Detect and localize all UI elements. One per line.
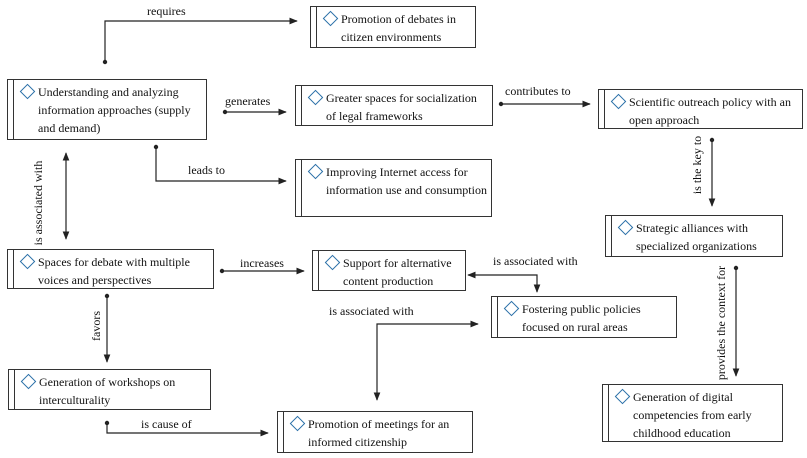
edge-requires	[104, 17, 298, 62]
node-label: Generation of digital competencies from …	[633, 390, 752, 440]
node-label: Support for alternative content producti…	[343, 256, 452, 288]
link-label-is-the-key-to: is the key to	[690, 135, 704, 195]
node-digital-competencies[interactable]: Generation of digital competencies from …	[602, 384, 783, 442]
node-meetings[interactable]: Promotion of meetings for an informed ci…	[277, 411, 473, 453]
node-workshops[interactable]: Generation of workshops on intercultural…	[8, 369, 211, 410]
node-scientific-outreach[interactable]: Scientific outreach policy with an open …	[598, 89, 803, 129]
node-label: Greater spaces for socialization of lega…	[326, 91, 477, 123]
node-fostering-policies[interactable]: Fostering public policies focused on rur…	[491, 296, 677, 338]
concept-icon	[19, 83, 36, 100]
concept-icon	[307, 163, 324, 180]
link-label-increases: increases	[240, 256, 284, 270]
concept-icon	[289, 415, 306, 432]
concept-icon	[324, 254, 341, 271]
node-improving-internet[interactable]: Improving Internet access for informatio…	[295, 159, 492, 217]
link-label-associated-1: is associated with	[493, 254, 578, 268]
link-label-leads-to: leads to	[188, 163, 225, 177]
link-label-favors: favors	[89, 311, 103, 341]
node-promotion-debates[interactable]: Promotion of debates in citizen environm…	[310, 6, 476, 48]
node-label: Fostering public policies focused on rur…	[522, 302, 641, 334]
node-support-alternative[interactable]: Support for alternative content producti…	[312, 250, 466, 291]
link-label-is-cause-of: is cause of	[141, 417, 192, 431]
link-label-generates: generates	[225, 94, 271, 108]
node-understanding[interactable]: Understanding and analyzing information …	[7, 79, 207, 140]
link-label-provides-context: provides the context for	[714, 265, 728, 381]
concept-icon	[617, 219, 634, 236]
node-strategic-alliances[interactable]: Strategic alliances with specialized org…	[605, 215, 783, 257]
link-label-requires: requires	[147, 4, 186, 18]
node-label: Improving Internet access for informatio…	[326, 165, 487, 197]
node-label: Strategic alliances with specialized org…	[636, 221, 757, 253]
edge-associated-1	[467, 271, 541, 293]
concept-icon	[610, 93, 627, 110]
concept-icon	[614, 388, 631, 405]
edge-is-cause-of	[106, 423, 269, 437]
node-label: Spaces for debate with multiple voices a…	[38, 255, 190, 287]
concept-icon	[322, 10, 339, 27]
link-label-contributes-to: contributes to	[505, 84, 571, 98]
node-spaces-debate[interactable]: Spaces for debate with multiple voices a…	[7, 249, 214, 289]
node-label: Generation of workshops on intercultural…	[39, 375, 176, 407]
node-label: Understanding and analyzing information …	[38, 85, 191, 135]
edge-leads-to	[155, 147, 287, 185]
concept-icon	[503, 300, 520, 317]
link-label-associated-2: is associated with	[329, 304, 414, 318]
node-label: Scientific outreach policy with an open …	[629, 95, 791, 127]
concept-icon	[307, 89, 324, 106]
node-label: Promotion of meetings for an informed ci…	[308, 417, 450, 449]
node-label: Promotion of debates in citizen environm…	[341, 12, 456, 44]
node-greater-spaces[interactable]: Greater spaces for socialization of lega…	[295, 85, 493, 126]
edge-associated-2	[373, 320, 479, 401]
concept-icon	[20, 373, 37, 390]
link-label-associated-vertical: is associated with	[31, 160, 45, 246]
